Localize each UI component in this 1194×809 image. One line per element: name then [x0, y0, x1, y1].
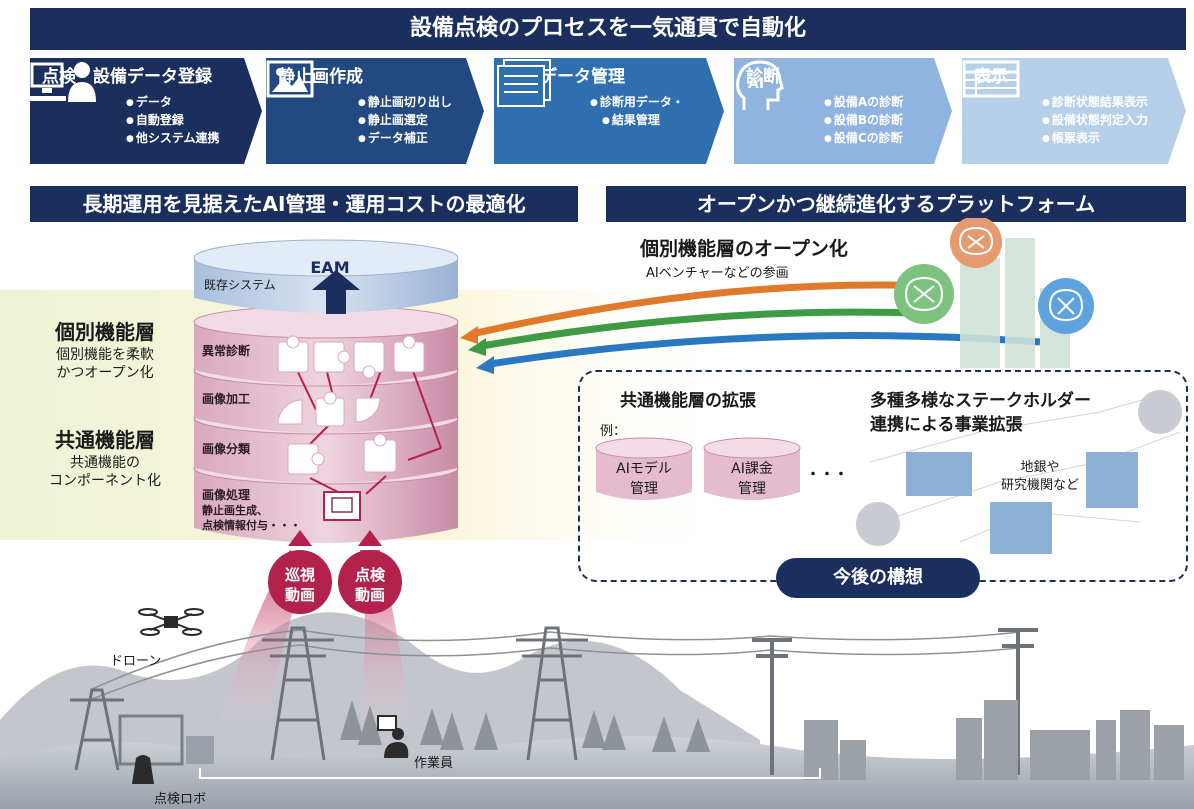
worker-label: 作業員 — [414, 756, 454, 771]
step-item: 診断状態結果表示 — [1042, 94, 1148, 112]
step-item: 設備Aの診断 — [824, 94, 903, 112]
ground — [0, 736, 1194, 809]
documents-icon — [497, 59, 551, 107]
step-title: 診断 — [746, 67, 780, 87]
image-icon — [266, 60, 314, 98]
inspection-arrow-icon — [358, 530, 382, 546]
partners-label: 研究機関など — [1000, 478, 1079, 493]
step-diagnosis-data: 診断データ管理 診断用データ・ 結果管理 — [494, 58, 724, 164]
layer-image-processing-label: 画像処理 — [202, 488, 251, 502]
blue-arrow — [489, 332, 1041, 368]
bank-building-icon — [906, 452, 972, 496]
right-section-title: オープンかつ継続進化するプラットフォーム — [606, 186, 1186, 222]
inspection-video-label: 動画 — [354, 586, 385, 604]
tree-group — [340, 700, 710, 752]
city-buildings — [804, 700, 1184, 780]
step-item: 帳票表示 — [1042, 130, 1148, 148]
step-item: 静止画選定 — [358, 112, 452, 130]
step-data-registration: 点検・設備データ登録 データ 自動登録 他システム連携 — [30, 58, 262, 164]
power-line — [89, 629, 1021, 691]
db-ai-model-label: 管理 — [630, 481, 658, 497]
transmission-tower — [70, 626, 588, 771]
ground-cable — [199, 768, 821, 779]
table-icon — [962, 60, 1020, 98]
layer-image-processing-sub: 静止画生成、 — [202, 504, 268, 517]
db-ai-model-label: AIモデル — [616, 461, 672, 477]
inspection-video-label: 点検 — [354, 566, 385, 584]
step-item: 設備状態判定入力 — [1042, 112, 1148, 130]
drone-label: ドローン — [110, 654, 162, 669]
left-section-title: 長期運用を見据えたAI管理・運用コストの最適化 — [30, 186, 578, 222]
patrol-arrow-icon — [288, 530, 312, 546]
example-label: 例： — [600, 424, 627, 439]
step-item: データ補正 — [358, 130, 452, 148]
substation — [118, 714, 184, 766]
substation-building — [186, 736, 214, 764]
eam-label: EAM — [310, 258, 350, 277]
common-layer-title: 共通機能層 — [55, 428, 155, 452]
db-ai-billing-label: AI課金 — [731, 461, 773, 477]
step-item: 他システム連携 — [126, 130, 220, 148]
stakeholder-title: 連携による事業拡張 — [870, 415, 1023, 435]
open-layer-subtitle: AIベンチャーなどの参画 — [646, 266, 789, 281]
patrol-video-label: 巡視 — [284, 566, 315, 584]
platform-stack — [193, 239, 459, 543]
more-ellipsis: ・・・ — [806, 467, 848, 483]
common-ext-title: 共通機能層の拡張 — [620, 391, 756, 411]
step-image-creation: 静止画作成 静止画切り出し 静止画選定 データ補正 — [266, 58, 484, 164]
research-building-icon — [1086, 452, 1138, 508]
svg-text:AI: AI — [748, 76, 764, 92]
layer-classification-label: 画像分類 — [202, 442, 251, 456]
page-title: 設備点検のプロセスを一気通貫で自動化 — [30, 8, 1186, 50]
future-concept-label: 今後の構想 — [776, 558, 980, 598]
individual-layer-title: 個別機能層 — [55, 320, 155, 344]
step-item: データ — [126, 94, 220, 112]
stakeholder-title: 多種多様なステークホルダー — [870, 391, 1091, 411]
worker-icon — [377, 715, 409, 758]
existing-system-label: 既存システム — [204, 278, 276, 292]
robot-icon — [132, 755, 154, 784]
individual-layer-desc: 個別機能を柔軟 — [56, 347, 154, 363]
drone-icon — [138, 608, 204, 636]
individual-layer-desc: かつオープン化 — [56, 365, 154, 381]
db-ai-billing-label: 管理 — [738, 481, 766, 497]
robot-label: 点検ロボ — [154, 792, 207, 807]
network-graphic — [856, 390, 1182, 554]
layer-image-processing-sub: 点検情報付与・・・ — [202, 519, 301, 532]
layer-anomaly-label: 異常診断 — [202, 344, 251, 358]
step-diagnosis: 診断 AI 設備Aの診断 設備Bの診断 設備Cの診断 — [734, 58, 952, 164]
common-layer-desc: コンポーネント化 — [49, 473, 161, 489]
open-layer-title: 個別機能層のオープン化 — [640, 238, 848, 260]
patrol-video-label: 動画 — [284, 586, 315, 604]
step-item: 自動登録 — [126, 112, 220, 130]
step-item: 静止画切り出し — [358, 94, 452, 112]
step-item: 診断用データ・ — [590, 94, 684, 112]
green-arrow — [481, 308, 941, 350]
ai-head-icon: AI — [736, 60, 784, 110]
layer-processing-label: 画像加工 — [202, 392, 251, 406]
step-item-cont: 結果管理 — [590, 112, 684, 130]
yellow-band — [0, 290, 1000, 540]
computer-user-icon — [30, 62, 96, 102]
institution-building-icon — [990, 502, 1052, 554]
step-item: 設備Bの診断 — [824, 112, 903, 130]
common-db-icons — [595, 437, 801, 500]
step-display: 表示 診断状態結果表示 設備状態判定入力 帳票表示 — [962, 58, 1186, 164]
common-layer-desc: 共通機能の — [70, 455, 140, 471]
partners-label: 地銀や — [1020, 460, 1060, 475]
orange-arrow — [471, 281, 931, 338]
step-item: 設備Cの診断 — [824, 130, 903, 148]
open-arrows — [460, 218, 1094, 374]
power-line — [89, 644, 1021, 701]
video-arrows — [268, 530, 402, 614]
